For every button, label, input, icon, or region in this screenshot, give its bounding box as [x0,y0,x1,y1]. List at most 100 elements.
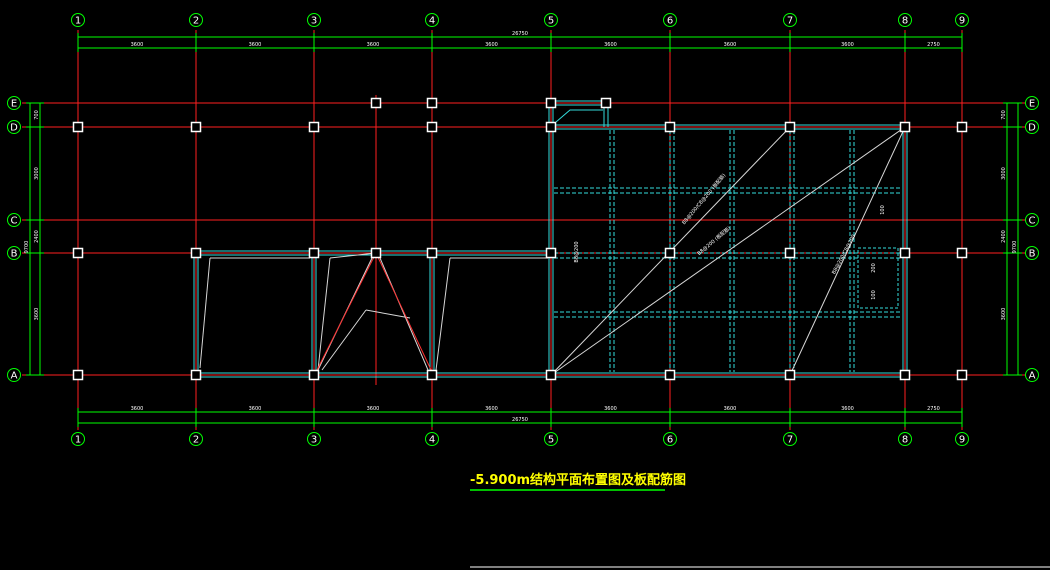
axis-bubble-label: E [11,99,17,110]
axis-bubble [663,13,677,27]
axis-bubble-label: 4 [429,16,435,27]
rebar-line [550,126,906,376]
axis-bubble-label: 6 [667,16,673,27]
axis-bubble [1025,246,1039,260]
axis-bubble [663,432,677,446]
top-dim-label: 3600 [724,42,737,48]
right-side-dim-label: 3600 [1001,308,1007,321]
column [784,247,796,259]
columns [72,97,968,381]
top-dim-label: 3600 [131,42,144,48]
axis-bubble [1025,213,1039,227]
axis-bubble-label: B [11,249,18,260]
column [899,369,911,381]
axis-bubble-label: D [10,123,18,134]
axis-bubble-label: 5 [548,16,554,27]
column [664,369,676,381]
rebar-line [789,126,906,376]
axis-bubble-label: 3 [311,435,317,446]
column [426,247,438,259]
column [664,247,676,259]
top-dim-label: 3600 [604,42,617,48]
axis-bubble-label: E [1029,99,1035,110]
left-side-dim-label: 3000 [34,167,40,180]
opening-outline [857,247,899,309]
axis-bubble [1025,96,1039,110]
axis-bubble [425,432,439,446]
drawing-title: -5.900m结构平面布置图及板配筋图 [470,472,686,491]
right-side-dim-label: 700 [1001,110,1007,120]
column [370,247,382,259]
dimension-lines: 3600 3600 3600 3600 3600 3600 3600 2750 26750 360… [24,31,1022,427]
column [784,369,796,381]
column [308,369,320,381]
axis-bubble [7,246,21,260]
axis-bubble-label: 8 [902,16,908,27]
axis-bubble [783,432,797,446]
axis-bubble-label: 3 [311,16,317,27]
column [72,121,84,133]
axis-bubble [307,432,321,446]
top-dim-label: 2750 [927,42,940,48]
bottom-dim-label: 2750 [927,406,940,412]
bottom-dim-label: 3600 [485,406,498,412]
column [190,121,202,133]
top-dim-label: 3600 [249,42,262,48]
top-dim-label: 3600 [367,42,380,48]
axis-bubble [955,13,969,27]
left-side-dim-label: 3600 [34,308,40,321]
rebar-line [435,257,451,371]
axis-bubble [189,432,203,446]
column [600,97,612,109]
column [308,247,320,259]
bottom-dim-label: 3600 [841,406,854,412]
axis-bubble-label: 1 [75,16,81,27]
axis-bubble-label: 9 [959,16,965,27]
rebar-note: 100 [880,205,886,215]
bottom-overall-dim-label: 26750 [512,417,528,423]
axis-bubble-label: 6 [667,435,673,446]
rebar-line [317,257,331,371]
column [664,121,676,133]
axis-bubble [71,13,85,27]
column [190,247,202,259]
bottom-dim-label: 3600 [249,406,262,412]
stair-outline [555,109,603,123]
axis-bubble [7,96,21,110]
right-side-overall-label: 9700 [1012,241,1018,254]
bottom-dim-label: 3600 [604,406,617,412]
column [308,121,320,133]
axis-bubble-label: 2 [193,435,199,446]
axis-bubble [425,13,439,27]
axis-bubble-label: 5 [548,435,554,446]
axis-bubble-label: B [1029,249,1036,260]
top-dim-label: 3600 [485,42,498,48]
axis-bubble [955,432,969,446]
column [190,369,202,381]
axis-bubble-label: 4 [429,435,435,446]
rebar-note: B8@200 [574,241,580,262]
axis-bubble [7,213,21,227]
left-side-dim-label: 700 [34,110,40,120]
column [899,247,911,259]
bottom-dim-label: 3600 [367,406,380,412]
axis-bubble-label: C [1029,216,1036,227]
axis-bubble [189,13,203,27]
column [426,97,438,109]
axis-bubble-label: 9 [959,435,965,446]
axis-bubble [71,432,85,446]
axis-bubble [1025,120,1039,134]
column [426,369,438,381]
axis-bubble-label: 7 [787,16,793,27]
bottom-dim-label: 3600 [724,406,737,412]
rebar-line [365,309,411,319]
column [784,121,796,133]
rebar-note: 100 [871,290,877,300]
right-side-dim-label: 3000 [1001,167,1007,180]
left-side-dim-label: 2400 [34,230,40,243]
column [899,121,911,133]
rebar-line [329,252,377,259]
top-dim-label: 3600 [841,42,854,48]
